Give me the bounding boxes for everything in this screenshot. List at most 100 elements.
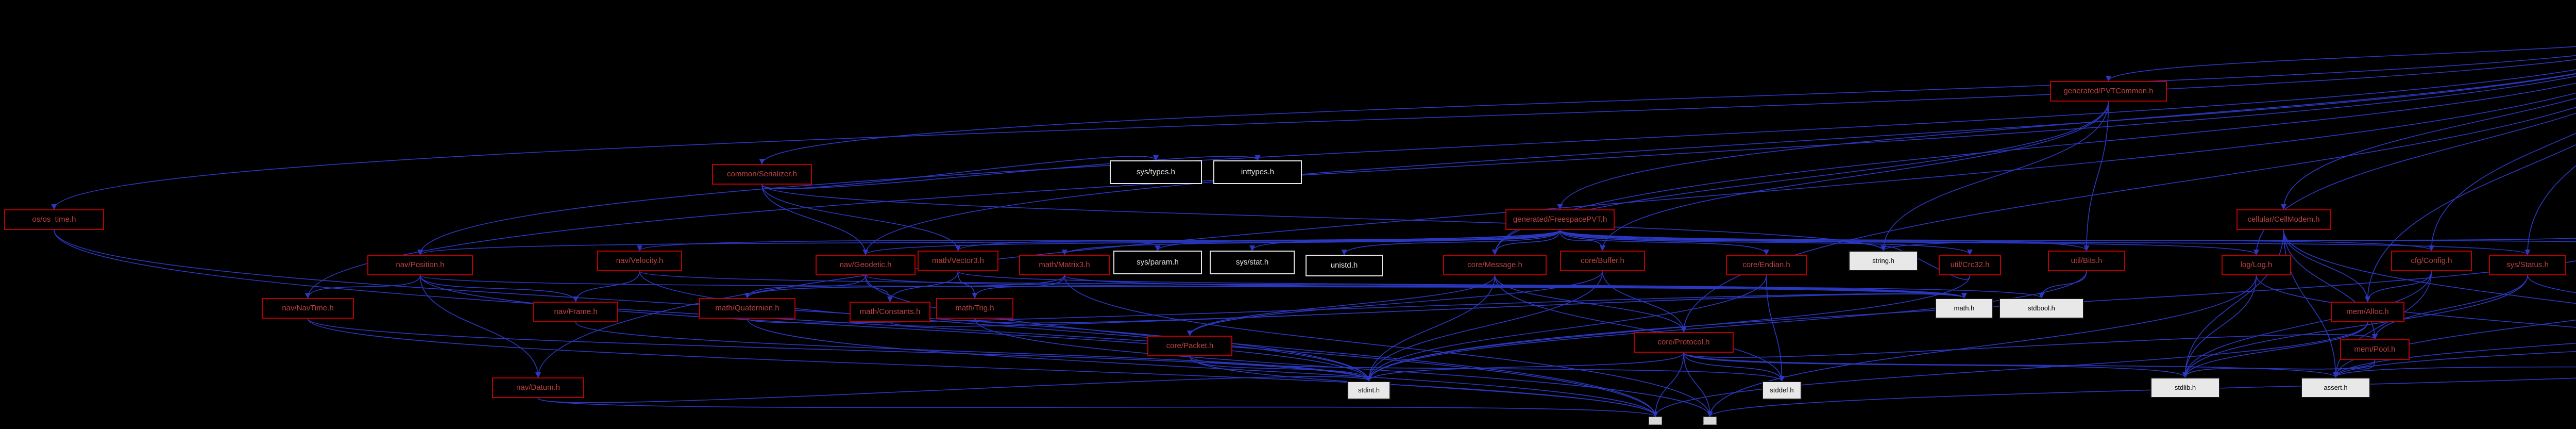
graph-node-r11[interactable]: math/Matrix3.h — [1019, 255, 1110, 275]
graph-node-r31[interactable]: mem/Pool.h — [2340, 339, 2410, 360]
graph-node-r22[interactable]: nav/Frame.h — [533, 302, 618, 322]
dependency-edge — [1189, 356, 1658, 418]
graph-node-r19[interactable]: sys/Status.h — [2489, 255, 2566, 275]
dependency-edge — [2182, 271, 2432, 378]
dependency-edge — [307, 318, 1372, 382]
dependency-edge — [744, 275, 1065, 299]
graph-node-r15[interactable]: util/Crc32.h — [1939, 255, 2001, 275]
graph-node-r7[interactable]: nav/Position.h — [367, 255, 473, 275]
graph-node-r13[interactable]: core/Buffer.h — [1560, 251, 1645, 271]
dependency-edge — [1683, 334, 2378, 358]
graph-node-r4[interactable]: generated/FreespacePVT.h — [1505, 209, 1615, 230]
graph-node-r29[interactable]: core/Packet.h — [1147, 336, 1232, 356]
dependency-edge — [761, 184, 1886, 252]
dependency-edge — [2280, 97, 2576, 210]
graph-node-p4[interactable]: sys/stat.h — [1210, 251, 1295, 274]
dependency-edge — [865, 275, 1658, 418]
dependency-edge — [974, 292, 1967, 324]
dependency-edge — [1064, 275, 2044, 299]
graph-node-r12[interactable]: core/Message.h — [1443, 255, 1547, 275]
graph-node-r24[interactable]: math/Constants.h — [850, 302, 930, 322]
graph-node-r26[interactable]: mem/Alloc.h — [2331, 302, 2404, 322]
dependency-edge — [1187, 275, 1496, 337]
graph-node-p1[interactable]: sys/types.h — [1110, 160, 1202, 184]
graph-node-l7[interactable]: assert.h — [2301, 377, 2370, 398]
graph-node-r2[interactable]: common/Serializer.h — [712, 164, 812, 185]
graph-node-l3[interactable]: stdbool.h — [1999, 298, 2084, 319]
dependency-edge — [1366, 352, 1684, 382]
dependency-edge — [972, 275, 1065, 299]
dependency-edge — [1707, 275, 2257, 418]
graph-node-l2[interactable]: math.h — [1935, 298, 1993, 319]
graph-node-r10[interactable]: math/Vector3.h — [918, 251, 998, 271]
dependency-edge — [2364, 271, 2432, 303]
dependency-edge — [2182, 275, 2257, 378]
dependency-edge — [1492, 101, 2109, 256]
dependency-edge — [1880, 101, 2109, 252]
dependency-edge — [537, 398, 1658, 418]
graph-node-r3[interactable]: os/os_time.h — [4, 209, 104, 230]
dependency-edge — [865, 275, 893, 303]
dependency-edge — [2283, 229, 2339, 378]
dependency-edge — [1366, 271, 2087, 382]
dependency-edge — [1366, 271, 1603, 382]
dependency-edge — [2038, 271, 2087, 299]
dependency-edge — [639, 271, 1372, 382]
dependency-edge — [1880, 238, 2576, 252]
dependency-edge — [1189, 356, 1785, 382]
dependency-edge — [759, 55, 2576, 165]
graph-node-l6[interactable]: stdlib.h — [2150, 377, 2220, 398]
graph-node-r18[interactable]: cfg/Config.h — [2391, 251, 2472, 271]
dependency-edge — [1683, 352, 1713, 418]
dependency-edge — [744, 275, 866, 299]
dependency-edge — [305, 76, 2576, 299]
dependency-edge — [1492, 229, 1561, 256]
graph-node-l1[interactable]: string.h — [1849, 251, 1918, 271]
dependency-edge — [419, 275, 1967, 299]
dependency-edge — [1560, 229, 2259, 256]
dependency-edge — [2283, 229, 2576, 304]
dependency-edge — [2333, 342, 2576, 378]
graph-node-p2[interactable]: inttypes.h — [1213, 160, 1302, 184]
graph-node-r9[interactable]: nav/Geodetic.h — [816, 255, 916, 275]
dependency-edge — [1652, 322, 2368, 418]
graph-node-r30[interactable]: core/Protocol.h — [1634, 332, 1734, 353]
dependency-edge — [417, 69, 2576, 256]
dependency-edge — [1599, 101, 2109, 252]
dependency-edge — [2283, 229, 2371, 303]
graph-node-t2 — [1703, 417, 1717, 425]
graph-node-r8[interactable]: nav/Velocity.h — [597, 251, 682, 271]
graph-node-r16[interactable]: util/Bits.h — [2048, 251, 2125, 271]
dependency-edge — [1494, 275, 1785, 382]
graph-node-r1[interactable]: generated/PVTCommon.h — [2050, 81, 2167, 102]
graph-node-r25[interactable]: math/Trig.h — [936, 298, 1013, 319]
dependency-edge — [51, 59, 2576, 210]
graph-node-r21[interactable]: nav/NavTime.h — [262, 298, 354, 319]
dependency-edge — [974, 318, 1713, 418]
dependency-edge — [862, 73, 2576, 256]
dependency-edge — [637, 229, 1561, 252]
graph-node-l4[interactable]: stdint.h — [1347, 381, 1391, 400]
dependency-edge — [747, 318, 1658, 418]
graph-node-r17[interactable]: log/Log.h — [2222, 255, 2291, 275]
dependency-edge — [2332, 359, 2376, 378]
graph-node-l5[interactable]: stddef.h — [1762, 381, 1802, 400]
graph-node-r33[interactable]: nav/Datum.h — [492, 377, 584, 398]
dependency-edge — [1652, 352, 1684, 418]
dependency-edge — [419, 275, 1372, 382]
dependency-edge — [572, 271, 640, 303]
dependency-edge — [1681, 106, 2576, 333]
graph-node-p3[interactable]: sys/param.h — [1113, 251, 1202, 274]
dependency-edge — [1880, 245, 1971, 280]
dependency-edge — [419, 275, 579, 303]
dependency-edge — [1707, 377, 2576, 418]
dependency-edge — [2182, 359, 2376, 378]
dependency-edge — [1064, 275, 1713, 418]
dependency-edge — [957, 271, 978, 299]
graph-node-r23[interactable]: math/Quaternion.h — [699, 298, 795, 319]
dependency-edge — [1560, 229, 2531, 256]
graph-node-r14[interactable]: core/Endian.h — [1726, 255, 1807, 275]
graph-node-r5[interactable]: cellular/CellModem.h — [2236, 209, 2331, 230]
graph-node-p5[interactable]: unistd.h — [1306, 255, 1383, 276]
